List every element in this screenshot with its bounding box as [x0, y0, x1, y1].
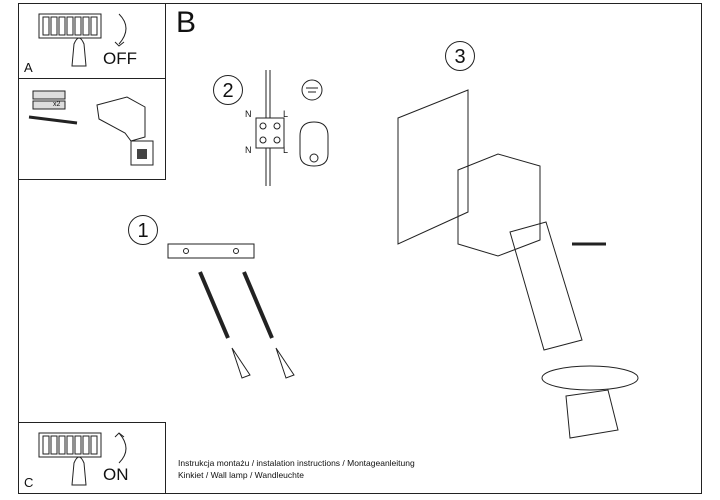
step-2-drawing [255, 70, 329, 186]
off-label: OFF [103, 49, 137, 68]
section-b-letter: B [176, 6, 197, 39]
step-2-marker: 2 [213, 75, 243, 105]
caption-line-2: Kinkiet / Wall lamp / Wandleuchte [178, 470, 304, 480]
step-3-drawing [397, 89, 639, 439]
wire-l-top: L [283, 109, 289, 119]
panel-drill: x2 [18, 78, 166, 180]
wire-l-bottom: L [283, 145, 289, 155]
diagram-frame [18, 3, 702, 494]
wire-n-top: N [245, 109, 252, 119]
step-1-drawing [167, 243, 295, 379]
anchor-count: x2 [53, 101, 61, 108]
panel-c-letter: C [24, 475, 34, 490]
breaker-switch-off-illustration [38, 13, 127, 67]
breaker-switch-on-illustration [38, 432, 127, 486]
wire-n-bottom: N [245, 145, 252, 155]
panel-c: C ON [18, 422, 166, 494]
on-label: ON [103, 465, 129, 484]
caption-line-1: Instrukcja montażu / instalation instruc… [178, 458, 415, 468]
step-3-marker: 3 [445, 41, 475, 71]
step-1-marker: 1 [128, 215, 158, 245]
panel-a-letter: A [24, 60, 33, 75]
drill-and-anchors-illustration [28, 90, 154, 166]
